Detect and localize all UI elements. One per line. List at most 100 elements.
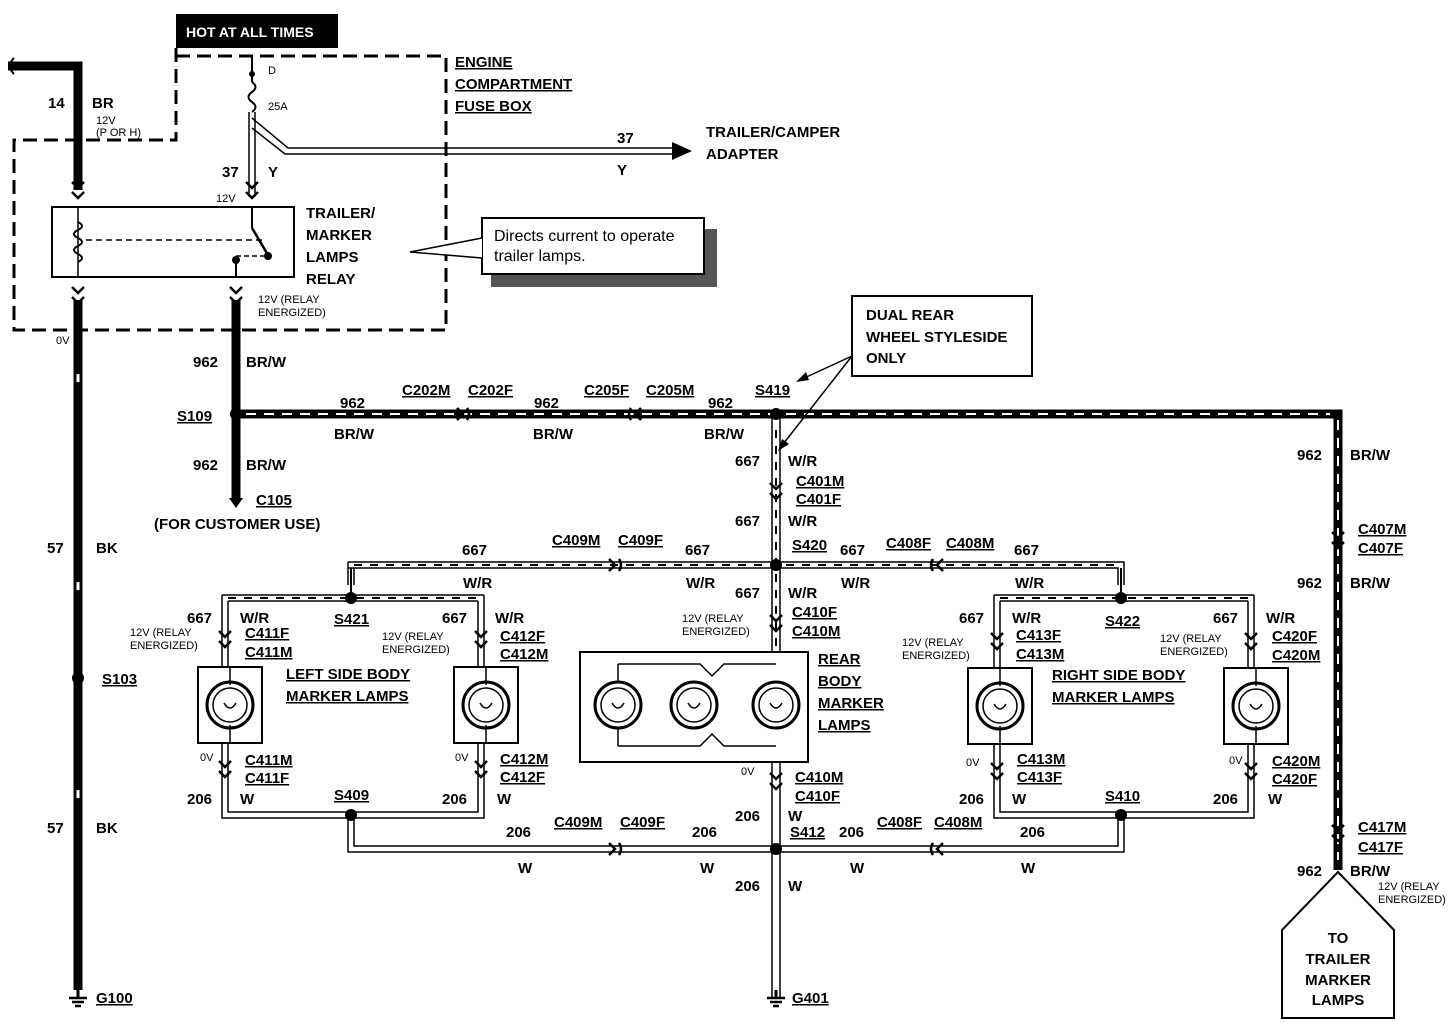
wire-667-color-l1: W/R [240, 610, 269, 627]
wire-667-color-4: W/R [686, 575, 715, 592]
feed-voltage: 12V [96, 115, 116, 127]
relay-out-voltage-1: 12V (RELAY [258, 294, 320, 306]
relay-out-voltage-2: ENERGIZED) [258, 307, 326, 319]
dual-rear-note-3: ONLY [866, 350, 906, 367]
wire-206-number-b3: 206 [839, 824, 864, 841]
ground-g401-label: G401 [792, 990, 829, 1007]
wire-962-color-3: BR/W [334, 426, 375, 443]
dual-rear-note-1: DUAL REAR [866, 307, 954, 324]
wire-206-color-b2: W [700, 860, 715, 877]
wire-667-number-l2: 667 [442, 610, 467, 627]
splice-s410-dot [1115, 809, 1127, 821]
volt-0v-l1: 0V [200, 752, 214, 764]
wire-962-number-5: 962 [708, 395, 733, 412]
wire-37-to-adapter [251, 117, 672, 155]
c412f-label-top: C412F [500, 628, 545, 645]
wire-962-number-1: 962 [193, 354, 218, 371]
wire-962-color-4: BR/W [533, 426, 574, 443]
rear-lamps-label-3: MARKER [818, 695, 884, 712]
c407f-label: C407F [1358, 540, 1403, 557]
left-marker-lamp-1 [196, 665, 264, 745]
relay-ground-voltage: 0V [56, 335, 70, 347]
rear-lamps-label-4: LAMPS [818, 717, 871, 734]
wire-14-color: BR [92, 95, 114, 112]
wire-206-number-r1: 206 [959, 791, 984, 808]
rear-lamp-1 [593, 680, 643, 730]
rear-lamps-label-1: REAR [818, 651, 861, 668]
volt-12v-r1a: 12V (RELAY [902, 637, 964, 649]
wire-962-color-7: BR/W [1350, 575, 1391, 592]
wire-206-color-b4: W [1021, 860, 1036, 877]
wire-962-color-5: BR/W [704, 426, 745, 443]
volt-0v-l2: 0V [455, 752, 469, 764]
volt-12v-l2b: ENERGIZED) [382, 644, 450, 656]
c408m-label-top: C408M [946, 535, 994, 552]
left-lamps-label-2: MARKER LAMPS [286, 688, 409, 705]
wire-37-down [248, 112, 256, 196]
relay-label-3: LAMPS [306, 249, 359, 266]
wire-667-color-2: W/R [788, 513, 817, 530]
wire-57-color-1: BK [96, 540, 118, 557]
relay-label-2: MARKER [306, 227, 372, 244]
volt-12v-l1a: 12V (RELAY [130, 627, 192, 639]
dual-rear-note-box [851, 295, 1033, 377]
ground-g100-label: G100 [96, 990, 133, 1007]
splice-s419-label: S419 [755, 382, 790, 399]
fuse-25a-symbol [247, 81, 257, 113]
wire-962-color-1: BR/W [246, 354, 287, 371]
c411m-label-top: C411M [245, 644, 293, 661]
c412m-label-bot: C412M [500, 751, 548, 768]
volt-12v-l1b: ENERGIZED) [130, 640, 198, 652]
feed-power-mode: (P OR H) [96, 127, 141, 139]
c410f-label-top: C410F [792, 604, 837, 621]
wire-206-color-c1: W [788, 808, 803, 825]
c401m-label: C401M [796, 473, 844, 490]
trailer-label-3: MARKER [1305, 972, 1371, 989]
c410m-label-bot: C410M [795, 769, 843, 786]
wire-206-number-c2: 206 [735, 878, 760, 895]
splice-s409-label: S409 [334, 787, 369, 804]
left-marker-lamp-2 [452, 665, 520, 745]
c412m-label-top: C412M [500, 646, 548, 663]
callout-text-2: trailer lamps. [494, 248, 586, 265]
wire-206-color-c2: W [788, 878, 803, 895]
wire-37-color-top: Y [617, 162, 627, 179]
wire-667-color-l2: W/R [495, 610, 524, 627]
trailer-label-2: TRAILER [1306, 951, 1371, 968]
hot-at-all-times-label: HOT AT ALL TIMES [186, 24, 314, 40]
relay-coil [73, 221, 83, 263]
wire-962-number-7: 962 [1297, 575, 1322, 592]
adapter-arrow [672, 142, 692, 160]
wire-962-number-6: 962 [1297, 447, 1322, 464]
volt-0v-r1: 0V [966, 757, 980, 769]
wire-206-number-l2: 206 [442, 791, 467, 808]
volt-12v-r2b: ENERGIZED) [1160, 646, 1228, 658]
c417f-label: C417F [1358, 839, 1403, 856]
wire-206-color-r1: W [1012, 791, 1027, 808]
c411f-label-top: C411F [245, 625, 289, 642]
wire-206-number-b2: 206 [692, 824, 717, 841]
callout-box [481, 217, 705, 275]
wire-962-color-2: BR/W [246, 457, 287, 474]
fuse-box-title-1: ENGINE [455, 54, 513, 71]
splice-s419-dot [770, 408, 782, 420]
wire-206-color-b3: W [850, 860, 865, 877]
c413m-label-bot: C413M [1017, 751, 1065, 768]
c409f-label-top: C409F [618, 532, 663, 549]
volt-12v-l2a: 12V (RELAY [382, 631, 444, 643]
c408f-label-bot: C408F [877, 814, 922, 831]
c413m-label-top: C413M [1016, 646, 1064, 663]
c420f-label-top: C420F [1272, 628, 1317, 645]
c411m-label-bot: C411M [245, 752, 293, 769]
c413f-label-top: C413F [1016, 627, 1061, 644]
wire-962-number-2: 962 [193, 457, 218, 474]
volt-12v-r1b: ENERGIZED) [902, 650, 970, 662]
volt-0v-c1: 0V [741, 766, 755, 778]
dual-rear-note-2: WHEEL STYLESIDE [866, 329, 1007, 346]
c409f-label-bot: C409F [620, 814, 665, 831]
wire-962-color-6: BR/W [1350, 447, 1391, 464]
wire-57-number-1: 57 [47, 540, 64, 557]
c401f-label: C401F [796, 491, 841, 508]
wire-667-color-c1: W/R [788, 585, 817, 602]
